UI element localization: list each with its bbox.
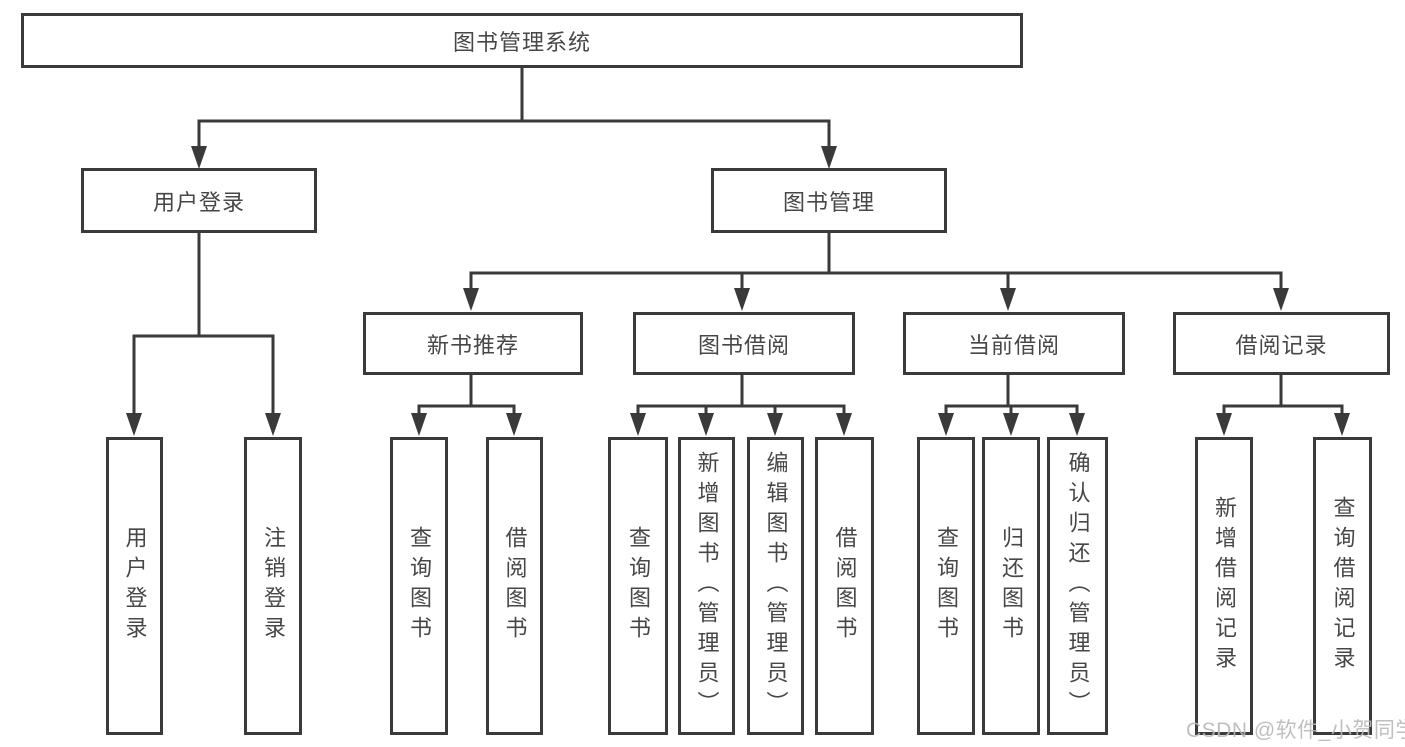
- leaf-borrow-books-newrec: 借阅图书: [486, 437, 543, 735]
- node-root-label: 图书管理系统: [452, 29, 591, 55]
- connector-book-mgmt: [469, 231, 1283, 292]
- leaf-add-borrow-record: 新增借阅记录: [1195, 437, 1253, 735]
- connector-root: [197, 66, 831, 150]
- leaf-query-borrow-record: 查询借阅记录: [1313, 437, 1372, 735]
- leaf-borrow-books-newrec-label: 借阅图书: [502, 526, 528, 646]
- node-book-mgmt-label: 图书管理: [782, 189, 875, 215]
- leaf-edit-books-admin-label: 编辑图书（管理员）: [763, 451, 789, 721]
- leaf-borrow-books: 借阅图书: [815, 437, 874, 735]
- node-borrow-records: 借阅记录: [1173, 312, 1390, 375]
- node-borrow-records-label: 借阅记录: [1235, 332, 1328, 358]
- node-current-borrow: 当前借阅: [903, 312, 1125, 375]
- leaf-confirm-return-admin: 确认归还（管理员）: [1047, 437, 1108, 735]
- node-book-borrow-label: 图书借阅: [697, 332, 790, 358]
- leaf-query-books-borrow-label: 查询图书: [626, 526, 651, 646]
- leaf-query-borrow-record-label: 查询借阅记录: [1330, 496, 1356, 676]
- connector-book-borrow: [636, 373, 846, 417]
- leaf-query-books-borrow: 查询图书: [608, 437, 668, 735]
- node-current-borrow-label: 当前借阅: [967, 332, 1060, 358]
- node-user-login: 用户登录: [81, 168, 317, 233]
- leaf-query-books-newrec-label: 查询图书: [407, 526, 432, 646]
- node-user-login-label: 用户登录: [152, 189, 245, 215]
- leaf-logout: 注销登录: [244, 437, 302, 735]
- connector-new-book: [417, 373, 516, 417]
- leaf-query-books-current: 查询图书: [917, 437, 975, 735]
- node-book-borrow: 图书借阅: [633, 312, 855, 375]
- node-new-book-rec-label: 新书推荐: [426, 332, 519, 358]
- arrowheads: [126, 146, 1350, 436]
- connector-current-borrow: [944, 373, 1079, 417]
- leaf-edit-books-admin: 编辑图书（管理员）: [747, 437, 804, 735]
- leaf-add-borrow-record-label: 新增借阅记录: [1212, 496, 1237, 676]
- connector-borrow-records: [1222, 373, 1344, 417]
- leaf-user-login-label: 用户登录: [122, 526, 148, 646]
- node-root: 图书管理系统: [21, 13, 1023, 68]
- leaf-logout-label: 注销登录: [261, 526, 286, 646]
- leaf-query-books-current-label: 查询图书: [934, 526, 959, 646]
- leaf-user-login: 用户登录: [106, 437, 163, 735]
- leaf-add-books-admin-label: 新增图书（管理员）: [694, 451, 720, 721]
- leaf-add-books-admin: 新增图书（管理员）: [678, 437, 735, 735]
- leaf-return-books-label: 归还图书: [999, 526, 1024, 646]
- leaf-query-books-newrec: 查询图书: [390, 437, 448, 735]
- leaf-return-books: 归还图书: [982, 437, 1040, 735]
- csdn-watermark: CSDN @软件_小贺同学: [1186, 719, 1405, 742]
- leaf-borrow-books-label: 借阅图书: [832, 526, 858, 646]
- node-book-mgmt: 图书管理: [711, 168, 947, 233]
- connector-user-login: [132, 231, 275, 417]
- node-new-book-rec: 新书推荐: [363, 312, 583, 375]
- leaf-confirm-return-admin-label: 确认归还（管理员）: [1065, 451, 1091, 721]
